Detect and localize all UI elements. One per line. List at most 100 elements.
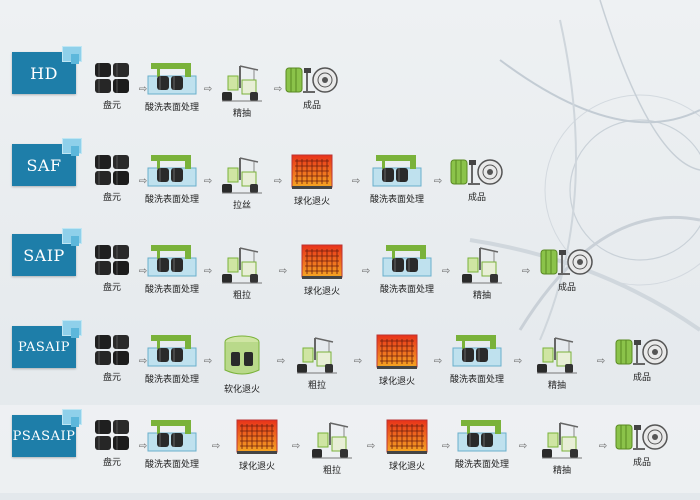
coil-icon: [67, 334, 157, 366]
finished-coil-icon: [597, 334, 687, 366]
step-label: 球化退火: [388, 462, 425, 472]
process-step: 成品: [432, 154, 522, 203]
flow-arrow-icon: ⇨: [441, 266, 451, 277]
process-step: 球化退火: [362, 419, 452, 472]
step-label: 球化退火: [378, 377, 415, 387]
process-label-text: SAF: [26, 155, 62, 175]
step-label: 球化退火: [303, 287, 340, 297]
flow-arrow-icon: ⇨: [138, 176, 148, 187]
process-step: 盘元: [67, 244, 157, 293]
coil-icon: [67, 154, 157, 186]
step-label: 球化退火: [238, 462, 275, 472]
process-step: 精抽: [512, 334, 602, 391]
process-step: 酸洗表面处理: [362, 244, 452, 295]
pickling-tank-icon: [127, 334, 217, 368]
drawing-machine-icon: [517, 419, 607, 459]
process-step: 盘元: [67, 154, 157, 203]
process-step: 球化退火: [267, 154, 357, 207]
pickling-tank-icon: [127, 244, 217, 278]
drawing-machine-icon: [512, 334, 602, 374]
step-label: 酸洗表面处理: [144, 195, 199, 205]
step-label: 盘元: [102, 283, 121, 293]
drawing-machine-icon: [197, 62, 287, 102]
step-label: 成品: [557, 283, 576, 293]
step-label: 酸洗表面处理: [449, 375, 504, 385]
flow-arrow-icon: ⇨: [521, 266, 531, 277]
flow-arrow-icon: ⇨: [361, 266, 371, 277]
step-label: 酸洗表面处理: [379, 285, 434, 295]
step-label: 酸洗表面处理: [454, 460, 509, 470]
process-step: 成品: [597, 334, 687, 383]
flow-arrow-icon: ⇨: [433, 356, 443, 367]
process-label-text: HD: [30, 63, 58, 83]
process-step: 盘元: [67, 419, 157, 468]
step-label: 酸洗表面处理: [144, 103, 199, 113]
process-step: 酸洗表面处理: [127, 62, 217, 113]
coil-icon: [67, 244, 157, 276]
flow-arrow-icon: ⇨: [276, 356, 286, 367]
drawing-machine-icon: [437, 244, 527, 284]
flow-arrow-icon: ⇨: [203, 356, 213, 367]
step-label: 酸洗表面处理: [144, 375, 199, 385]
process-step: 酸洗表面处理: [437, 419, 527, 470]
finished-coil-icon: [522, 244, 612, 276]
furnace-icon: [352, 334, 442, 370]
process-step: 球化退火: [277, 244, 367, 297]
step-label: 盘元: [102, 101, 121, 111]
pickling-tank-icon: [352, 154, 442, 188]
flow-arrow-icon: ⇨: [291, 441, 301, 452]
process-step: 拉丝: [197, 154, 287, 211]
finished-coil-icon: [432, 154, 522, 186]
step-label: 粗拉: [232, 291, 251, 301]
flow-arrow-icon: ⇨: [596, 356, 606, 367]
step-label: 盘元: [102, 193, 121, 203]
pickling-tank-icon: [127, 154, 217, 188]
flow-arrow-icon: ⇨: [138, 266, 148, 277]
flow-arrow-icon: ⇨: [138, 84, 148, 95]
drawing-machine-icon: [197, 154, 287, 194]
label-tab-decoration: [71, 328, 79, 338]
process-step: 盘元: [67, 334, 157, 383]
step-label: 成品: [467, 193, 486, 203]
label-tab-decoration: [71, 54, 79, 64]
step-label: 精抽: [472, 291, 491, 301]
process-step: 球化退火: [212, 419, 302, 472]
flow-arrow-icon: ⇨: [278, 266, 288, 277]
pickling-tank-icon: [437, 419, 527, 453]
process-label: SAIP: [12, 228, 82, 276]
process-step: 精抽: [197, 62, 287, 119]
furnace-icon: [277, 244, 367, 280]
process-step: 成品: [267, 62, 357, 111]
step-label: 成品: [632, 458, 651, 468]
furnace-icon: [267, 154, 357, 190]
soft-anneal-furnace-icon: [197, 334, 287, 378]
step-label: 精抽: [232, 109, 251, 119]
process-step: 粗拉: [287, 419, 377, 476]
finished-coil-icon: [267, 62, 357, 94]
flow-arrow-icon: ⇨: [353, 356, 363, 367]
pickling-tank-icon: [362, 244, 452, 278]
process-step: 粗拉: [272, 334, 362, 391]
flow-arrow-icon: ⇨: [211, 441, 221, 452]
flow-arrow-icon: ⇨: [598, 441, 608, 452]
furnace-icon: [362, 419, 452, 455]
step-label: 拉丝: [232, 201, 251, 211]
step-label: 精抽: [547, 381, 566, 391]
process-step: 酸洗表面处理: [127, 154, 217, 205]
process-step: 精抽: [437, 244, 527, 301]
coil-icon: [67, 419, 157, 451]
label-tab-decoration: [71, 146, 79, 156]
step-label: 酸洗表面处理: [369, 195, 424, 205]
finished-coil-icon: [597, 419, 687, 451]
process-step: 酸洗表面处理: [127, 334, 217, 385]
drawing-machine-icon: [287, 419, 377, 459]
flow-arrow-icon: ⇨: [203, 176, 213, 187]
flow-arrow-icon: ⇨: [441, 441, 451, 452]
process-step: 球化退火: [352, 334, 442, 387]
flow-arrow-icon: ⇨: [513, 356, 523, 367]
process-step: 精抽: [517, 419, 607, 476]
label-tab-decoration: [71, 236, 79, 246]
